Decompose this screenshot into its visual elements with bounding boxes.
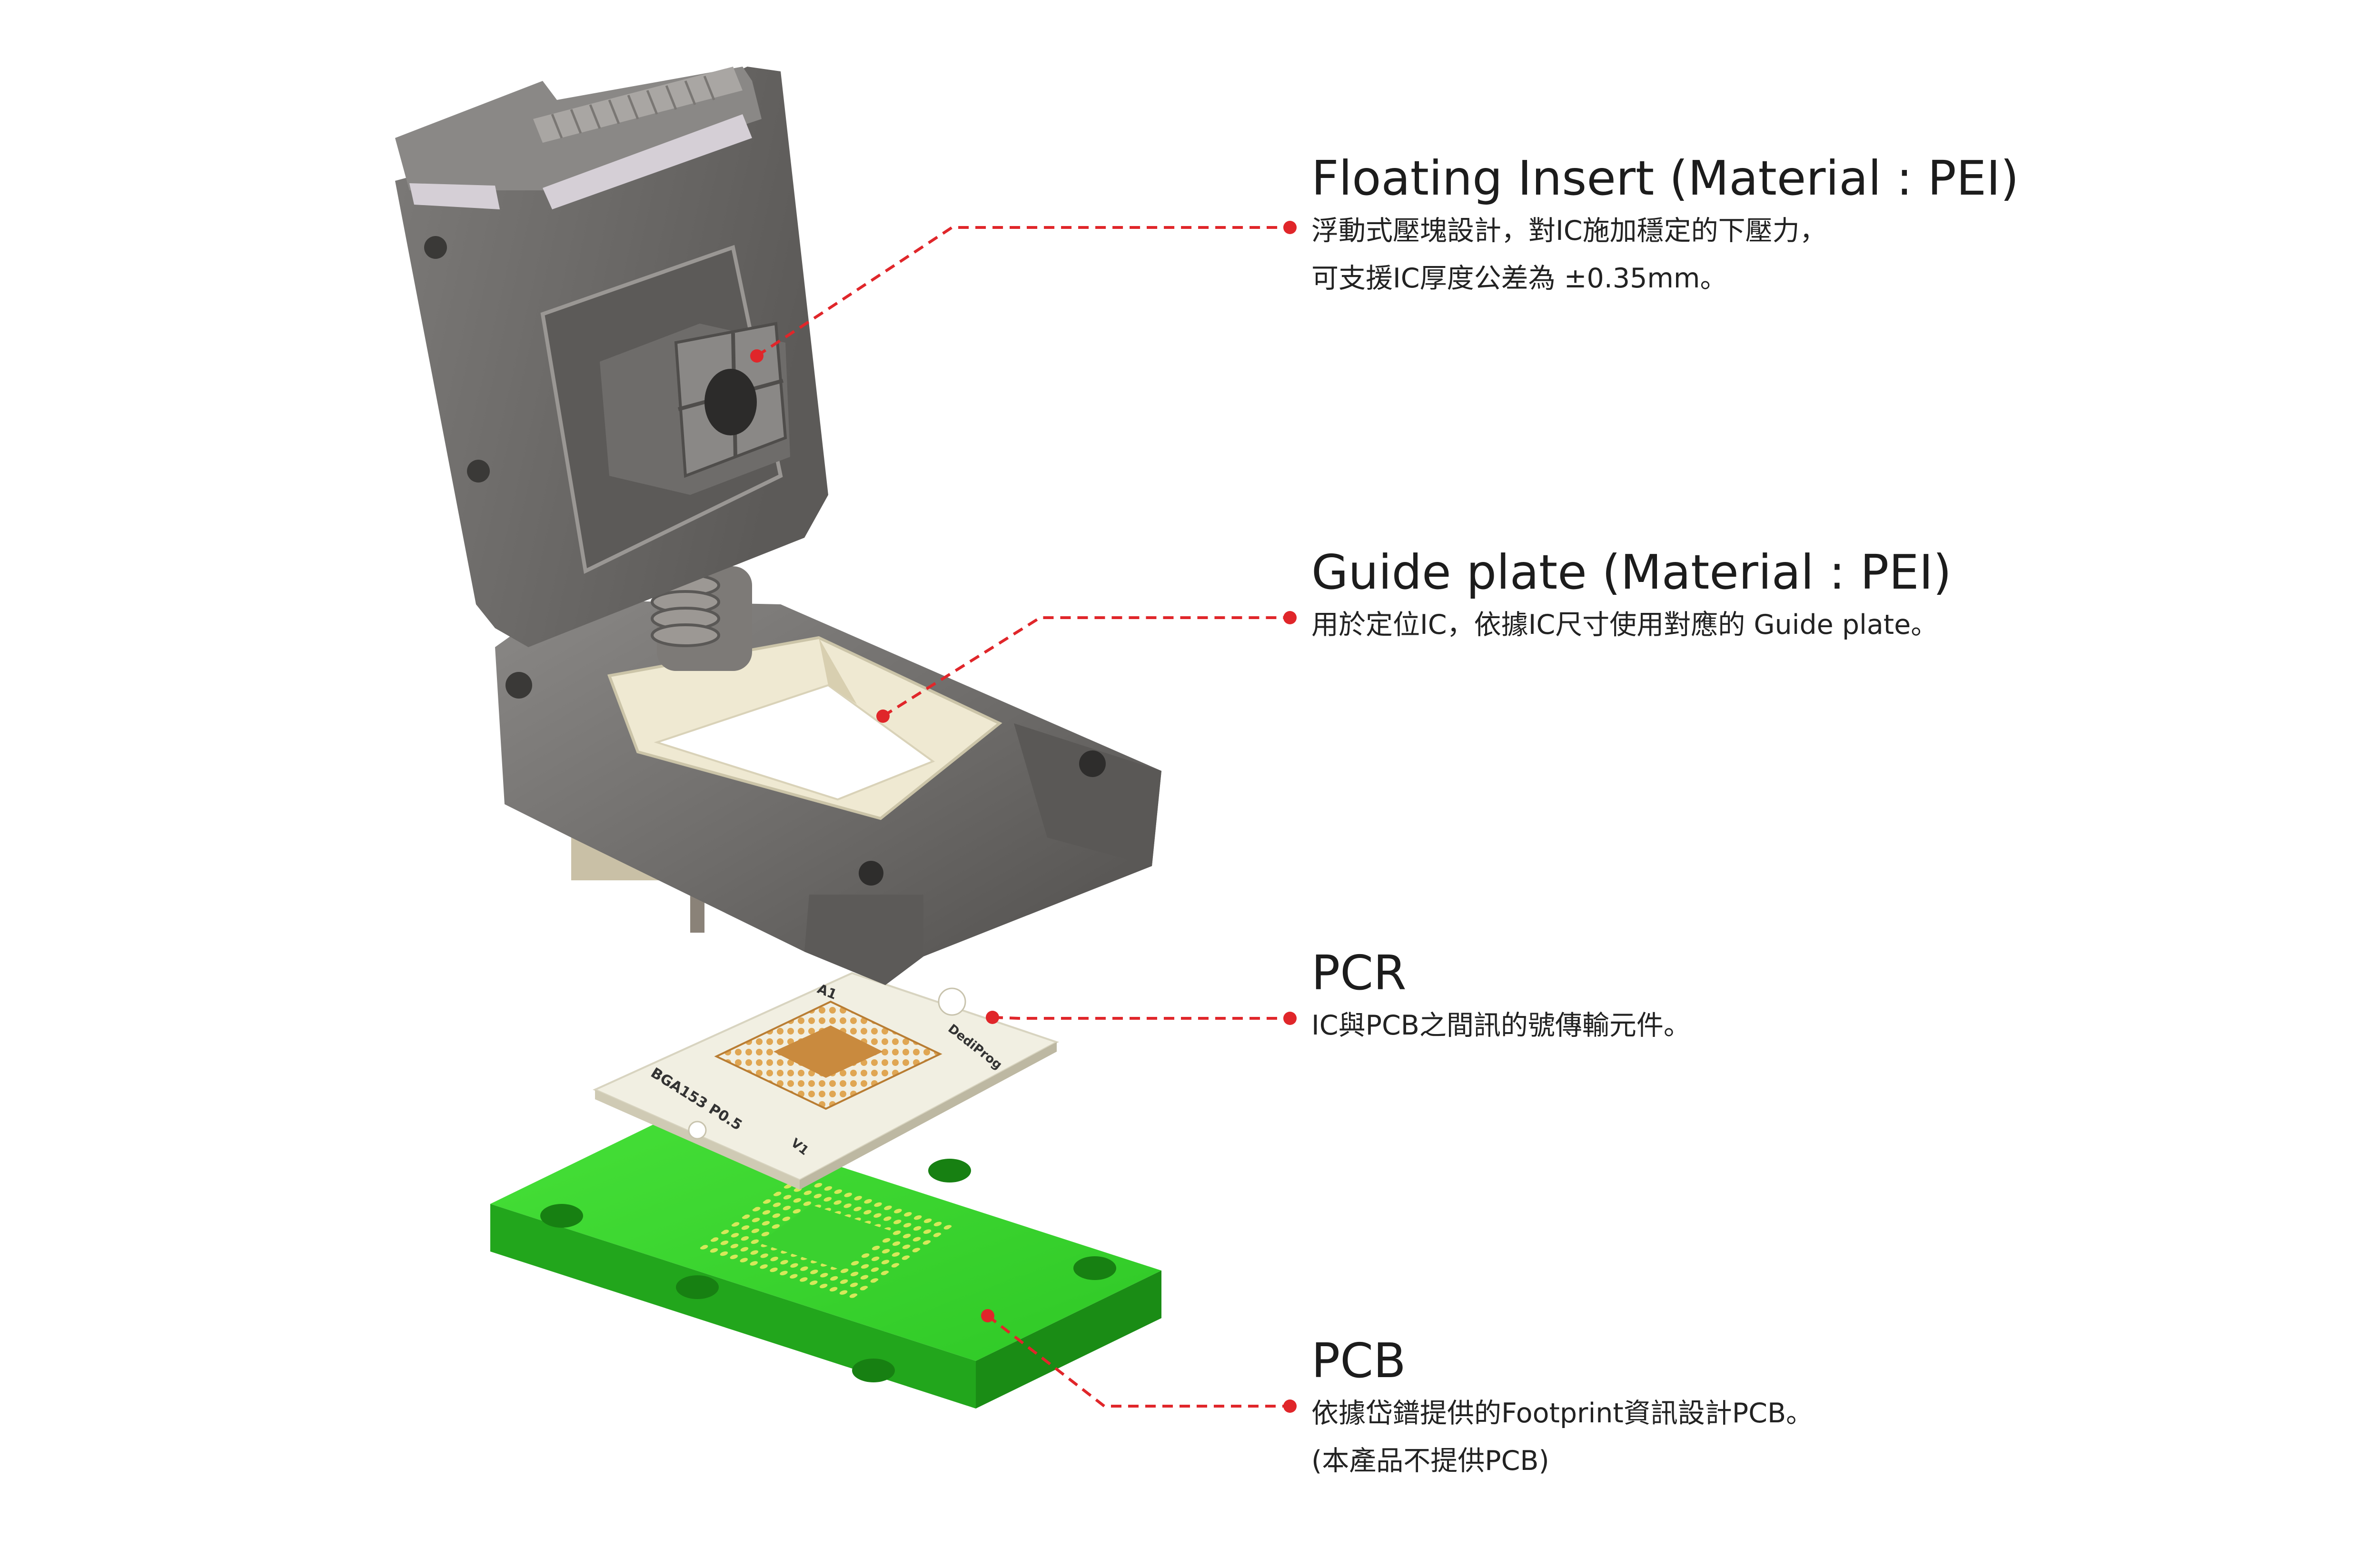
socket-lid <box>395 67 828 647</box>
leader-lines <box>756 226 1290 1408</box>
callout-pcr: PCR IC與PCB之間訊的號傳輸元件。 <box>1311 945 1691 1049</box>
callout-guide-plate: Guide plate (Material : PEI) 用於定位IC，依據IC… <box>1311 544 1952 649</box>
leader-dots <box>750 221 1297 1413</box>
callout-title: PCR <box>1311 945 1407 1001</box>
callout-line: (本產品不提供PCB) <box>1311 1445 1549 1477</box>
leader-floating <box>756 226 1290 357</box>
callout-line: IC與PCB之間訊的號傳輸元件。 <box>1311 1010 1691 1041</box>
pcr-film: A1 DediProg BGA153 P0.5 V1 <box>593 972 1060 1190</box>
callout-title: PCB <box>1311 1333 1406 1389</box>
callout-line: 可支援IC厚度公差為 ±0.35mm。 <box>1311 263 1727 294</box>
callout-title: Floating Insert (Material : PEI) <box>1311 150 2019 206</box>
leader-guide <box>882 616 1290 718</box>
callout-line: 浮動式壓塊設計，對IC施加穩定的下壓力， <box>1311 215 1827 246</box>
callout-title: Guide plate (Material : PEI) <box>1311 544 1952 600</box>
hinge-spring <box>506 566 752 699</box>
callout-pcb: PCB 依據岱鐠提供的Footprint資訊設計PCB。 (本產品不提供PCB) <box>1311 1332 1813 1485</box>
guide-plate <box>607 636 1002 820</box>
socket-base <box>495 600 1161 985</box>
leader-pcr <box>992 1016 1290 1020</box>
callout-floating-insert: Floating Insert (Material : PEI) 浮動式壓塊設計… <box>1311 150 2019 302</box>
callout-line: 用於定位IC，依據IC尺寸使用對應的 Guide plate。 <box>1311 609 1938 640</box>
pcb-board <box>490 1113 1161 1409</box>
callout-line: 依據岱鐠提供的Footprint資訊設計PCB。 <box>1311 1398 1814 1429</box>
